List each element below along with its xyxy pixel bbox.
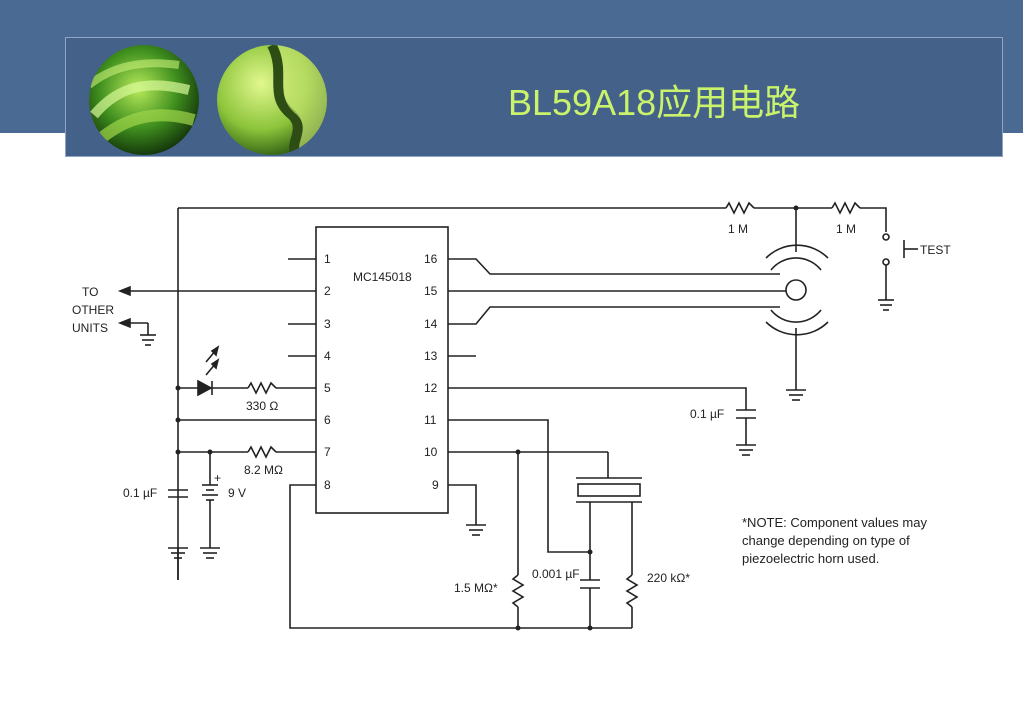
pin-1-label: 1 — [324, 252, 331, 266]
note-line-2: change depending on type of — [742, 533, 910, 548]
pin-9-label: 9 — [432, 478, 439, 492]
battery-plus-label: + — [214, 471, 221, 485]
supply-components — [168, 452, 220, 580]
horn-wiring — [448, 258, 786, 357]
pin-5-label: 5 — [324, 381, 331, 395]
ic-name: MC145018 — [353, 270, 412, 284]
resistor-1m5-label: 1.5 MΩ* — [454, 581, 498, 595]
piezo-horn — [765, 208, 829, 401]
leaf-photo-right — [217, 45, 327, 155]
pin-16-label: 16 — [424, 252, 438, 266]
led-circuit — [175, 345, 316, 397]
resistor-8m2-label: 8.2 MΩ — [244, 463, 283, 477]
pin-14-label: 14 — [424, 317, 438, 331]
pin-8-label: 8 — [324, 478, 331, 492]
leaf-photo-left — [89, 45, 199, 155]
to-other-units-wiring — [117, 285, 316, 346]
pin-15-label: 15 — [424, 284, 438, 298]
pin-2-label: 2 — [324, 284, 331, 298]
to-other-units-line3: UNITS — [72, 321, 108, 335]
pin-12-label: 12 — [424, 381, 438, 395]
to-other-units-line1: TO — [82, 285, 98, 299]
capacitor-supply-label: 0.1 µF — [123, 486, 157, 500]
to-other-units-line2: OTHER — [72, 303, 114, 317]
pin-11-label: 11 — [424, 413, 437, 427]
battery-label: 9 V — [228, 486, 246, 500]
resistor-1m-left-label: 1 M — [728, 222, 748, 236]
top-rail — [177, 201, 887, 580]
oscillator-network — [289, 419, 642, 631]
note-line-3: piezoelectric horn used. — [742, 551, 879, 566]
note-line-1: *NOTE: Component values may — [742, 515, 927, 530]
slide-title: BL59A18应用电路 — [508, 82, 801, 123]
pin-6-label: 6 — [324, 413, 331, 427]
capacitor-0001-label: 0.001 µF — [532, 567, 580, 581]
test-switch-label: TEST — [920, 243, 951, 257]
ic-body — [315, 226, 449, 514]
test-switch — [878, 233, 918, 311]
pin-10-label: 10 — [424, 445, 438, 459]
pin-3-label: 3 — [324, 317, 331, 331]
pin12-capacitor — [448, 387, 756, 456]
pin9-ground — [448, 484, 486, 536]
pin-4-label: 4 — [324, 349, 331, 363]
resistor-220k-label: 220 kΩ* — [647, 571, 690, 585]
pin7-wiring — [175, 445, 316, 459]
pin6-wiring — [175, 417, 316, 423]
capacitor-pin12-label: 0.1 µF — [690, 407, 724, 421]
resistor-1m-right-label: 1 M — [836, 222, 856, 236]
resistor-330-label: 330 Ω — [246, 399, 278, 413]
pin-7-label: 7 — [324, 445, 331, 459]
pin-13-label: 13 — [424, 349, 438, 363]
ic-left-pin-stubs — [288, 258, 316, 357]
